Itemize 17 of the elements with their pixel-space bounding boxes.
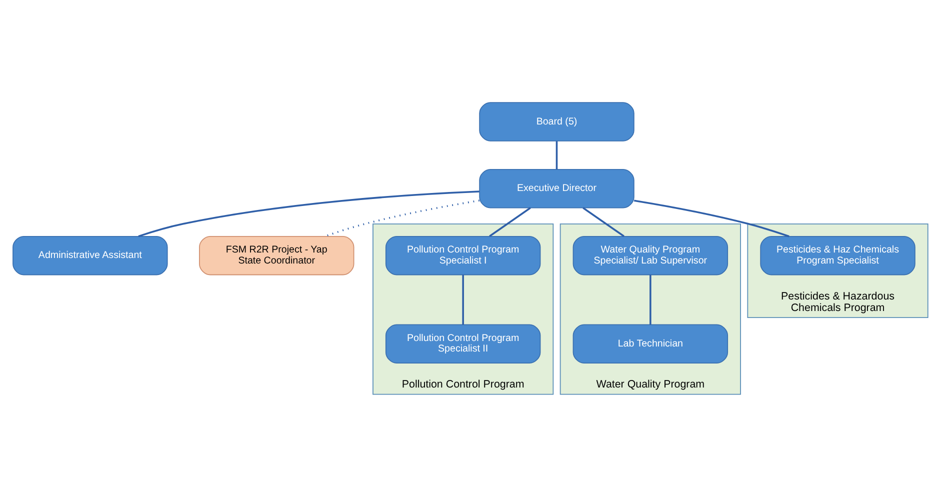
connector bbox=[138, 190, 480, 238]
connector bbox=[634, 200, 790, 238]
connector bbox=[582, 207, 624, 237]
node-box: FSM R2R Project - Yap State Coordinator bbox=[199, 236, 354, 276]
connector bbox=[324, 200, 480, 238]
connector bbox=[556, 141, 558, 170]
node-box: Pollution Control Program Specialist II bbox=[385, 324, 541, 364]
node-box: Water Quality Program Specialist/ Lab Supervisor bbox=[572, 236, 728, 276]
connector bbox=[650, 274, 652, 325]
connector bbox=[462, 274, 464, 325]
node-box: Administrative Assistant bbox=[12, 236, 168, 276]
node-box: Pollution Control Program Specialist I bbox=[385, 236, 541, 276]
connector bbox=[489, 207, 531, 237]
node-box: Pesticides & Haz Chemicals Program Specialist bbox=[760, 236, 916, 276]
node-box: Board (5) bbox=[479, 102, 634, 142]
node-box: Lab Technician bbox=[572, 324, 728, 364]
node-box: Executive Director bbox=[479, 169, 634, 208]
